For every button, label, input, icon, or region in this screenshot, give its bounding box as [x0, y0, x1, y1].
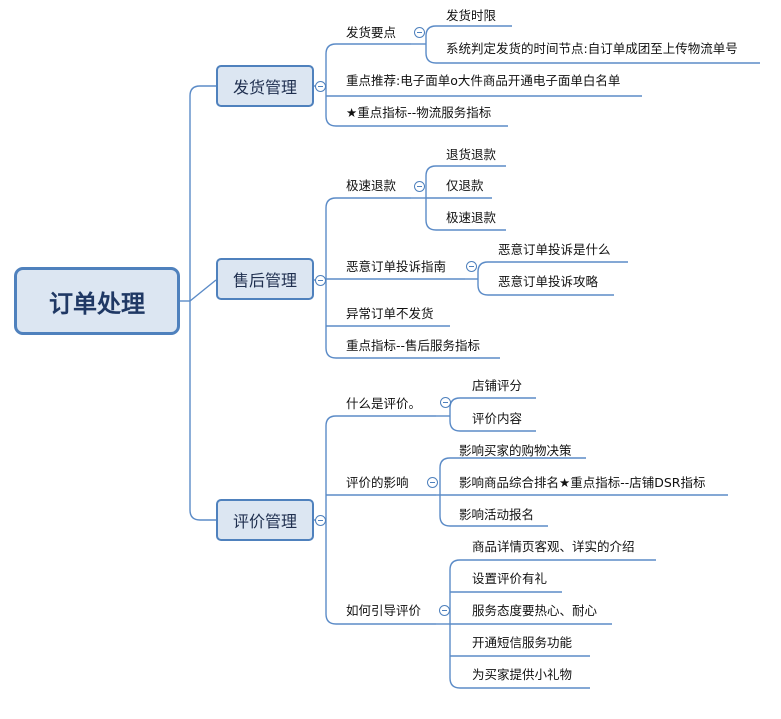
branch-shipping-management[interactable]: 发货管理	[216, 65, 314, 107]
collapse-toggle-icon[interactable]	[414, 27, 425, 38]
node-shipping-time-rule[interactable]: 系统判定发货的时间节点:自订单成团至上传物流单号	[446, 41, 738, 56]
node-impact-activity[interactable]: 影响活动报名	[459, 507, 535, 522]
node-shipping-time-limit[interactable]: 发货时限	[446, 8, 497, 23]
collapse-toggle-icon[interactable]	[414, 181, 425, 192]
collapse-toggle-icon[interactable]	[466, 261, 477, 272]
node-what-is-review[interactable]: 什么是评价。	[346, 396, 422, 411]
branch-review-management[interactable]: 评价管理	[216, 499, 314, 541]
node-service-attitude[interactable]: 服务态度要热心、耐心	[472, 603, 598, 618]
node-how-to-guide-review[interactable]: 如何引导评价	[346, 603, 422, 618]
collapse-toggle-icon[interactable]	[315, 81, 326, 92]
node-review-impact[interactable]: 评价的影响	[346, 475, 409, 490]
collapse-toggle-icon[interactable]	[315, 275, 326, 286]
node-store-rating[interactable]: 店铺评分	[472, 378, 523, 393]
collapse-toggle-icon[interactable]	[427, 477, 438, 488]
node-review-content[interactable]: 评价内容	[472, 411, 523, 426]
node-shipping-key-points[interactable]: 发货要点	[346, 25, 397, 40]
collapse-toggle-icon[interactable]	[440, 397, 451, 408]
node-electronic-waybill[interactable]: 重点推荐:电子面单o大件商品开通电子面单白名单	[346, 73, 621, 88]
branch-after-sales-management[interactable]: 售后管理	[216, 258, 314, 300]
node-sms-service[interactable]: 开通短信服务功能	[472, 635, 573, 650]
node-refund-only[interactable]: 仅退款	[446, 178, 484, 193]
node-abnormal-order[interactable]: 异常订单不发货	[346, 306, 434, 321]
node-impact-buyer-decision[interactable]: 影响买家的购物决策	[459, 443, 572, 458]
node-quick-refund[interactable]: 极速退款	[346, 178, 397, 193]
node-quick-refund-leaf[interactable]: 极速退款	[446, 210, 497, 225]
node-impact-ranking[interactable]: 影响商品综合排名★重点指标--店铺DSR指标	[459, 475, 706, 490]
node-logistics-indicator[interactable]: ★重点指标--物流服务指标	[346, 105, 492, 120]
node-return-and-refund[interactable]: 退货退款	[446, 147, 497, 162]
node-after-sales-indicator[interactable]: 重点指标--售后服务指标	[346, 338, 481, 353]
node-small-gift[interactable]: 为买家提供小礼物	[472, 667, 573, 682]
collapse-toggle-icon[interactable]	[315, 515, 326, 526]
collapse-toggle-icon[interactable]	[439, 605, 450, 616]
node-malicious-complaint-what[interactable]: 恶意订单投诉是什么	[498, 242, 611, 257]
node-detail-page-intro[interactable]: 商品详情页客观、详实的介绍	[472, 539, 635, 554]
node-malicious-complaint-guide[interactable]: 恶意订单投诉指南	[346, 259, 447, 274]
node-malicious-complaint-strategy[interactable]: 恶意订单投诉攻略	[498, 274, 599, 289]
node-review-gift[interactable]: 设置评价有礼	[472, 571, 548, 586]
root-node[interactable]: 订单处理	[14, 267, 180, 335]
